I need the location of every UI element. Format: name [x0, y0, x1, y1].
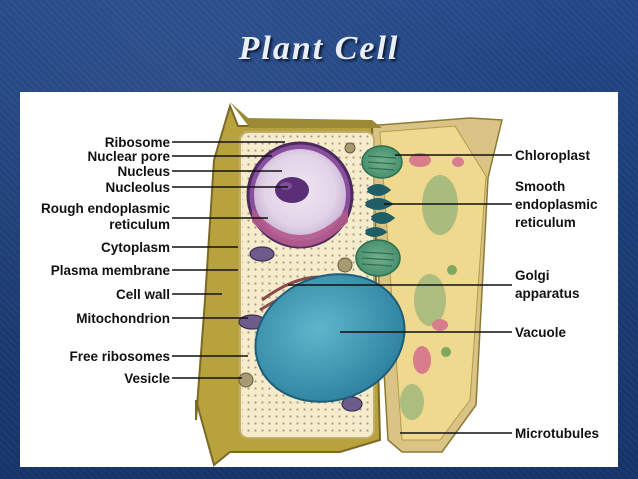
- label-golgi-line1: Golgi: [515, 268, 550, 283]
- label-vacuole: Vacuole: [515, 325, 567, 340]
- side-chloroplast: [414, 274, 446, 326]
- label-chloroplast: Chloroplast: [515, 148, 591, 163]
- vesicle: [238, 372, 254, 388]
- label-rough-er-line2: reticulum: [109, 217, 170, 232]
- right-labels: Chloroplast Smooth endoplasmic reticulum…: [515, 148, 599, 441]
- side-vesicle: [409, 153, 431, 167]
- plant-cell-diagram: Ribosome Nuclear pore Nucleus Nucleolus …: [41, 102, 599, 467]
- label-cell-wall: Cell wall: [116, 287, 170, 302]
- label-free-ribosomes: Free ribosomes: [69, 349, 170, 364]
- label-mitochondrion: Mitochondrion: [76, 311, 170, 326]
- vesicle: [337, 257, 353, 273]
- nucleolus: [275, 177, 309, 203]
- cell-wall-top-lip: [230, 102, 382, 128]
- label-nucleolus: Nucleolus: [105, 180, 170, 195]
- side-chloroplast: [422, 175, 458, 235]
- label-cytoplasm: Cytoplasm: [101, 240, 170, 255]
- vacuole: [254, 273, 406, 403]
- chloroplast: [355, 239, 401, 277]
- label-smooth-er-line1: Smooth: [515, 179, 565, 194]
- label-rough-er-line1: Rough endoplasmic: [41, 201, 171, 216]
- side-vesicle: [413, 346, 431, 374]
- side-vesicle: [452, 157, 464, 167]
- label-nucleus: Nucleus: [117, 164, 170, 179]
- diagram-panel: Ribosome Nuclear pore Nucleus Nucleolus …: [20, 92, 618, 467]
- label-golgi-line2: apparatus: [515, 286, 580, 301]
- left-leader-lines: [172, 141, 288, 379]
- vesicle: [344, 142, 356, 154]
- label-smooth-er-line3: reticulum: [515, 215, 576, 230]
- label-ribosome: Ribosome: [105, 135, 171, 150]
- label-vesicle: Vesicle: [124, 371, 170, 386]
- right-leader-lines: [288, 154, 512, 434]
- label-microtubules: Microtubules: [515, 426, 599, 441]
- mitochondrion: [249, 246, 275, 262]
- slide-title: Plant Cell: [238, 30, 400, 67]
- side-chloroplast: [400, 384, 424, 420]
- rough-er-nuclear: [252, 208, 348, 247]
- left-labels: Ribosome Nuclear pore Nucleus Nucleolus …: [41, 135, 171, 386]
- label-smooth-er-line2: endoplasmic: [515, 197, 598, 212]
- label-nuclear-pore: Nuclear pore: [87, 149, 170, 164]
- side-vesicle: [432, 319, 448, 331]
- label-plasma-membrane: Plasma membrane: [51, 263, 171, 278]
